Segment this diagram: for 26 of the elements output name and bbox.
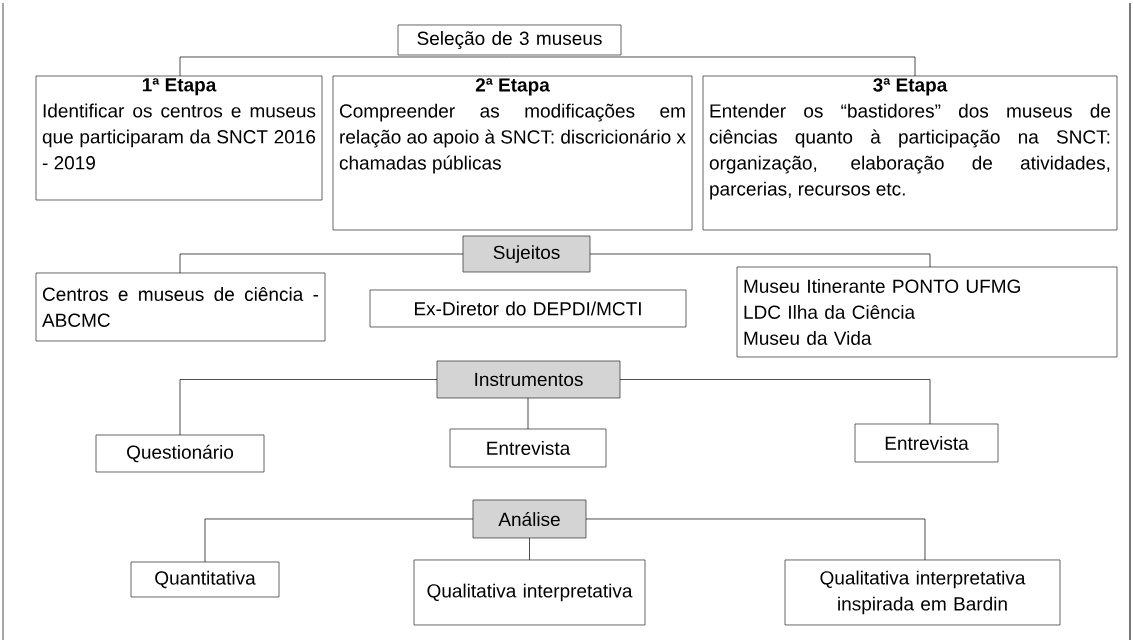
- step-box: 3ª Etapa Entender os “bastidores” dos museus de ciências quanto à participação na SNCT: organização, elaboração de atividades, parcerias, recursos etc.: [702, 75, 1118, 231]
- text-box: Quantitativa: [130, 561, 280, 598]
- connector-line: [585, 518, 926, 561]
- step-box: 1ª Etapa Identificar os centros e museus que participaram da SNCT 2016 - 2019: [35, 75, 323, 201]
- text-box: Questionário: [95, 434, 265, 473]
- connector-line: [179, 379, 438, 436]
- connector-line: [619, 379, 931, 425]
- list-box: Museu Itinerante PONTO UFMG LDC Ilha da Ciência Museu da Vida: [736, 266, 1118, 358]
- text-box: Centros e museus de ciência - ABCMC: [35, 272, 326, 342]
- text-box: Qualitativa interpretativa inspirada em Bardin: [784, 559, 1061, 626]
- text-box: Entrevista: [449, 428, 607, 468]
- connector-line: [179, 253, 464, 274]
- connector-line: [589, 253, 931, 268]
- connector-line: [529, 537, 530, 561]
- category-box: Sujeitos: [462, 235, 591, 273]
- connector-line: [179, 56, 510, 77]
- text-box: Entrevista: [854, 423, 999, 463]
- category-box: Análise: [472, 499, 587, 539]
- connector-line: [204, 518, 474, 563]
- connector-line: [527, 397, 529, 430]
- text-box: Seleção de 3 museus: [397, 24, 622, 56]
- text-box: Qualitativa interpretativa: [413, 559, 646, 626]
- category-box: Instrumentos: [436, 360, 621, 399]
- connector-line: [509, 56, 916, 77]
- step-box: 2ª Etapa Compreender as modificações em relação ao apoio à SNCT: discricionário x chamadas públicas: [332, 75, 693, 231]
- text-box: Ex-Diretor do DEPDI/MCTI: [369, 289, 687, 328]
